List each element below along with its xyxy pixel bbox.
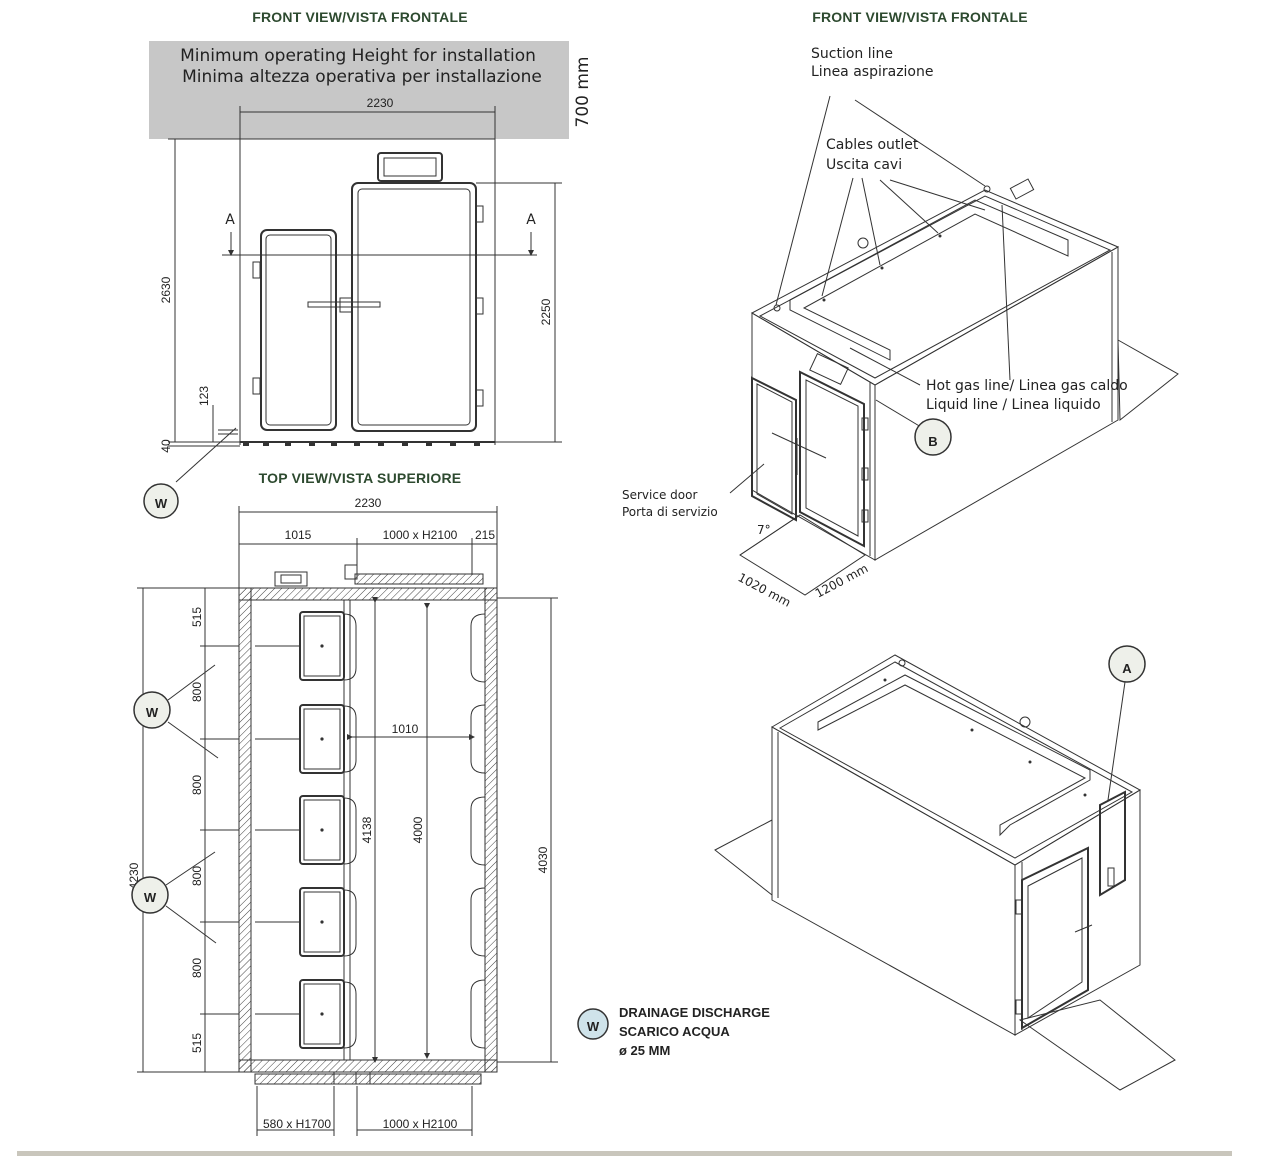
- drainage-legend: W DRAINAGE DISCHARGE SCARICO ACQUA ø 25 …: [577, 1005, 770, 1058]
- legend-drain-icon: [577, 1008, 609, 1040]
- drain-marker-front-label: W: [155, 496, 168, 511]
- legend-line2: SCARICO ACQUA: [619, 1024, 730, 1039]
- top-segment-1: 515: [190, 607, 204, 627]
- top-door-width-dim: 1000 x H2100: [383, 528, 458, 542]
- front-foot-dim: 123: [197, 386, 211, 406]
- front-height-total: 2630: [159, 276, 173, 303]
- bottom-left-door-dim: 580 x H1700: [263, 1117, 331, 1131]
- top-width-dim: 2230: [355, 496, 382, 510]
- label-suction-1: Suction line: [811, 46, 893, 62]
- drain-marker-top-2: [131, 876, 169, 914]
- label-suction-2: Linea aspirazione: [811, 64, 933, 80]
- operating-height-value: 700 mm: [573, 57, 593, 128]
- top-segment-6: 515: [190, 1033, 204, 1053]
- top-segment-2: 800: [190, 682, 204, 702]
- drain-marker-front: [143, 483, 179, 519]
- section-a-left: A: [225, 212, 235, 228]
- iso-view-front: Suction line Linea aspirazione Cables ou…: [622, 46, 1179, 610]
- label-hotgas: Hot gas line/ Linea gas caldo: [926, 378, 1128, 394]
- section-a-right: A: [526, 212, 536, 228]
- top-right-part-dim: 215: [475, 528, 495, 542]
- heading-front-view-left: FRONT VIEW/VISTA FRONTALE: [252, 9, 468, 25]
- operating-height-line2: Minima altezza operativa per installazio…: [182, 67, 542, 87]
- label-service-2: Porta di servizio: [622, 505, 718, 519]
- top-inner-depth-a: 4138: [360, 816, 374, 843]
- top-segment-3: 800: [190, 775, 204, 795]
- footer-bar: [17, 1151, 1232, 1156]
- top-left-part-dim: 1015: [285, 528, 312, 542]
- front-base-dim: 40: [159, 439, 173, 453]
- drain-marker-top-1-label: W: [146, 705, 159, 720]
- top-inner-depth-b: 4000: [411, 816, 425, 843]
- marker-a-label: A: [1122, 661, 1132, 676]
- top-segment-5: 800: [190, 958, 204, 978]
- front-view-drawing: Minimum operating Height for installatio…: [143, 41, 593, 519]
- heading-front-view-right: FRONT VIEW/VISTA FRONTALE: [812, 9, 1028, 25]
- top-view-drawing: 2230 1015 1000 x H2100 215: [127, 496, 558, 1136]
- bottom-right-door-dim: 1000 x H2100: [383, 1117, 458, 1131]
- front-height-door: 2250: [539, 298, 553, 325]
- label-service-1: Service door: [622, 488, 697, 502]
- heading-top-view: TOP VIEW/VISTA SUPERIORE: [259, 470, 462, 486]
- marker-b-label: B: [928, 434, 937, 449]
- drain-marker-top-1: [133, 691, 171, 729]
- top-inner-width: 1010: [392, 722, 419, 736]
- marker-a: [1108, 645, 1146, 683]
- legend-line1: DRAINAGE DISCHARGE: [619, 1005, 770, 1020]
- label-angle: 7°: [757, 523, 771, 537]
- top-segment-4: 800: [190, 866, 204, 886]
- operating-height-line1: Minimum operating Height for installatio…: [180, 46, 536, 66]
- label-cables-1: Cables outlet: [826, 137, 919, 153]
- drain-marker-top-2-label: W: [144, 890, 157, 905]
- label-dim-1200: 1200 mm: [813, 561, 871, 600]
- label-dim-1020: 1020 mm: [736, 570, 794, 609]
- legend-marker: W: [587, 1019, 600, 1034]
- operating-height-band: [149, 41, 569, 139]
- legend-line3: ø 25 MM: [619, 1043, 670, 1058]
- top-outer-depth: 4030: [536, 846, 550, 873]
- label-liquid: Liquid line / Linea liquido: [926, 397, 1101, 413]
- label-cables-2: Uscita cavi: [826, 157, 902, 173]
- front-width-dim: 2230: [367, 96, 394, 110]
- iso-view-rear: A: [714, 645, 1176, 1091]
- marker-b: [914, 418, 952, 456]
